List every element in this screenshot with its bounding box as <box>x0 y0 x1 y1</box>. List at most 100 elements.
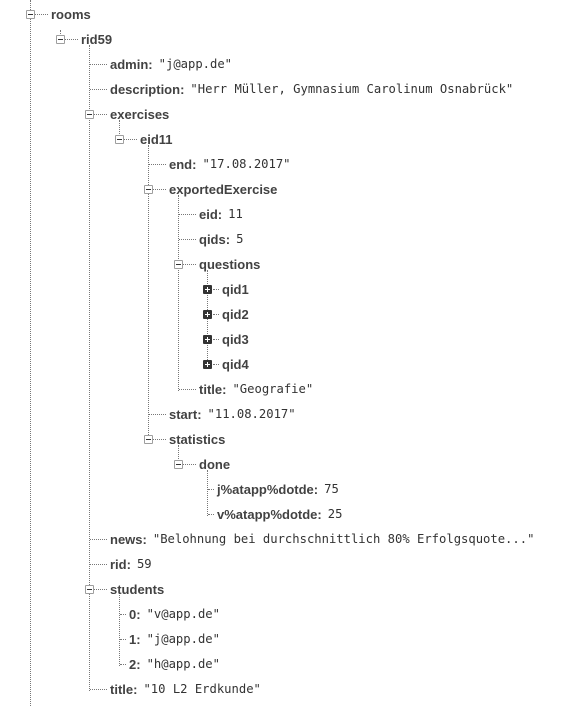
tree-connector <box>213 338 219 340</box>
node-key: start <box>169 406 198 422</box>
node-value[interactable]: "j@app.de" <box>146 632 220 646</box>
tree-guide-line <box>119 595 120 666</box>
tree-connector <box>65 38 78 40</box>
tree-connector <box>90 688 107 690</box>
node-value[interactable]: "v@app.de" <box>146 607 220 621</box>
tree-connector <box>90 88 107 90</box>
node-key: 1 <box>129 631 137 647</box>
tree-node-done[interactable]: done <box>174 454 230 474</box>
tree-node-eid11[interactable]: eid11 <box>115 129 173 149</box>
tree-connector <box>90 63 107 65</box>
tree-node-rooms[interactable]: rooms <box>26 4 91 24</box>
tree-guide-line <box>119 120 120 140</box>
collapse-icon[interactable] <box>115 134 124 144</box>
tree-leaf-done-v[interactable]: v%atapp%dotde: 25 <box>207 504 342 524</box>
node-key: j%atapp%dotde <box>217 481 314 497</box>
node-key: title <box>110 681 134 697</box>
collapse-icon[interactable] <box>174 459 183 469</box>
node-value[interactable]: 25 <box>327 507 343 521</box>
tree-guide-line <box>207 470 208 516</box>
tree-leaf-description[interactable]: description: "Herr Müller, Gymnasium Car… <box>89 79 513 99</box>
node-key: v%atapp%dotde <box>217 506 318 522</box>
tree-node-statistics[interactable]: statistics <box>144 429 225 449</box>
tree-leaf-student-2[interactable]: 2: "h@app.de" <box>119 654 220 674</box>
node-key: questions <box>199 256 261 272</box>
node-value[interactable]: 11 <box>228 207 243 221</box>
expand-icon[interactable] <box>203 359 212 369</box>
tree-connector <box>213 313 219 315</box>
tree-connector <box>179 238 196 240</box>
node-value[interactable]: "h@app.de" <box>146 657 220 671</box>
collapse-icon[interactable] <box>26 9 35 19</box>
tree-connector <box>124 138 137 140</box>
node-key: admin <box>110 56 149 72</box>
tree-leaf-student-1[interactable]: 1: "j@app.de" <box>119 629 220 649</box>
tree-leaf-start[interactable]: start: "11.08.2017" <box>148 404 296 424</box>
tree-connector <box>35 13 48 15</box>
node-value[interactable]: "Herr Müller, Gymnasium Carolinum Osnabr… <box>190 82 514 96</box>
node-value[interactable]: "Geografie" <box>232 382 314 396</box>
tree-leaf-rid[interactable]: rid: 59 <box>89 554 152 574</box>
expand-icon[interactable] <box>203 334 212 344</box>
collapse-icon[interactable] <box>144 184 153 194</box>
collapse-icon[interactable] <box>174 259 183 269</box>
tree-leaf-end[interactable]: end: "17.08.2017" <box>148 154 291 174</box>
tree-connector <box>213 288 219 290</box>
node-value[interactable]: "17.08.2017" <box>202 157 291 171</box>
node-key: rid <box>110 556 127 572</box>
node-key: qid1 <box>222 281 249 297</box>
collapse-icon[interactable] <box>56 34 65 44</box>
node-key: end <box>169 156 193 172</box>
tree-leaf-eid[interactable]: eid: 11 <box>178 204 243 224</box>
node-key: qid3 <box>222 331 249 347</box>
node-key: qid2 <box>222 306 249 322</box>
tree-leaf-admin[interactable]: admin: "j@app.de" <box>89 54 232 74</box>
tree-leaf-done-j[interactable]: j%atapp%dotde: 75 <box>207 479 339 499</box>
expand-icon[interactable] <box>203 284 212 294</box>
node-key: students <box>110 581 165 597</box>
tree-connector <box>153 438 166 440</box>
tree-connector <box>90 538 107 540</box>
collapse-icon[interactable] <box>85 584 94 594</box>
expand-icon[interactable] <box>203 309 212 319</box>
tree-connector <box>208 488 214 490</box>
tree-leaf-room-title[interactable]: title: "10 L2 Erdkunde" <box>89 679 261 699</box>
node-key: rooms <box>51 6 91 22</box>
node-key: title <box>199 381 223 397</box>
tree-leaf-exercise-title[interactable]: title: "Geografie" <box>178 379 313 399</box>
node-value[interactable]: "11.08.2017" <box>207 407 296 421</box>
node-value[interactable]: "10 L2 Erdkunde" <box>143 682 261 696</box>
tree-leaf-qids[interactable]: qids: 5 <box>178 229 243 249</box>
tree-node-questions[interactable]: questions <box>174 254 260 274</box>
tree-node-rid59[interactable]: rid59 <box>56 29 112 49</box>
collapse-icon[interactable] <box>144 434 153 444</box>
node-key: statistics <box>169 431 226 447</box>
node-key: exportedExercise <box>169 181 278 197</box>
tree-node-qid4[interactable]: qid4 <box>203 354 249 374</box>
tree-connector <box>120 663 126 665</box>
tree-node-students[interactable]: students <box>85 579 164 599</box>
node-key: rid59 <box>81 31 113 47</box>
node-value[interactable]: 59 <box>136 557 152 571</box>
tree-connector <box>153 188 166 190</box>
node-key: news <box>110 531 143 547</box>
node-key: qids <box>199 231 226 247</box>
tree-guide-line <box>89 45 90 691</box>
node-value[interactable]: 5 <box>236 232 244 246</box>
tree-leaf-student-0[interactable]: 0: "v@app.de" <box>119 604 220 624</box>
node-key: qid4 <box>222 356 249 372</box>
node-value[interactable]: "Belohnung bei durchschnittlich 80% Erfo… <box>152 532 535 546</box>
collapse-icon[interactable] <box>85 109 94 119</box>
tree-leaf-news[interactable]: news: "Belohnung bei durchschnittlich 80… <box>89 529 534 549</box>
tree-node-exported-exercise[interactable]: exportedExercise <box>144 179 277 199</box>
tree-node-qid3[interactable]: qid3 <box>203 329 249 349</box>
tree-node-qid1[interactable]: qid1 <box>203 279 249 299</box>
node-value[interactable]: "j@app.de" <box>158 57 233 71</box>
tree-guide-line <box>178 445 179 465</box>
node-value[interactable]: 75 <box>324 482 339 496</box>
tree-guide-line <box>178 195 179 391</box>
tree-node-exercises[interactable]: exercises <box>85 104 169 124</box>
tree-node-qid2[interactable]: qid2 <box>203 304 249 324</box>
tree-connector <box>120 638 126 640</box>
